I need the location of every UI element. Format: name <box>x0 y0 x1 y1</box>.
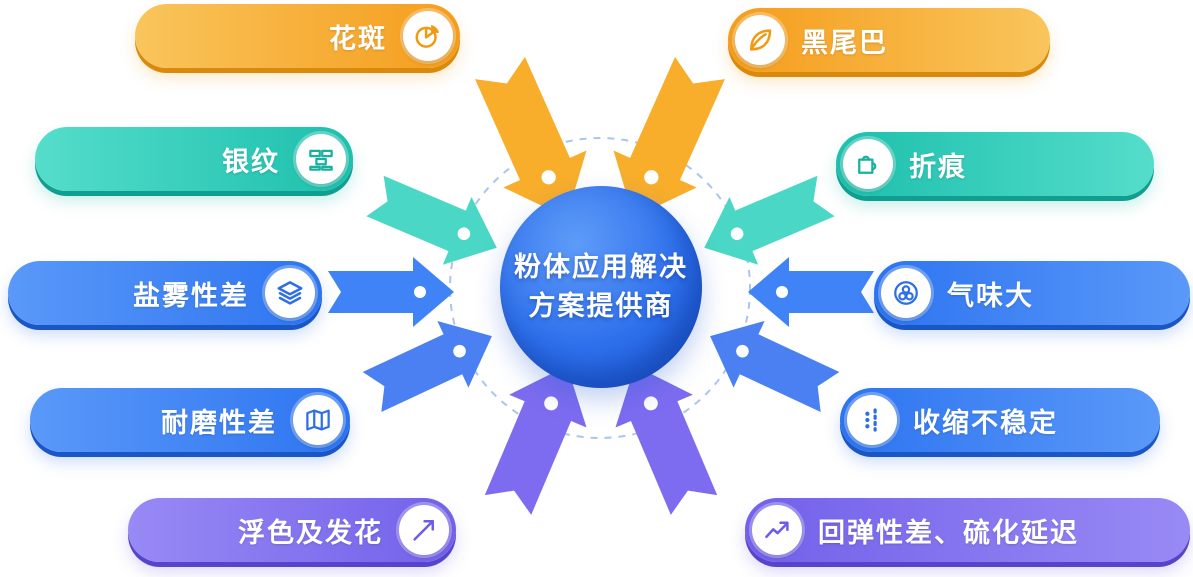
line-chart-icon <box>752 505 802 555</box>
defect-pill-crease: 折痕 <box>836 132 1154 196</box>
arrow-rebound <box>615 365 718 515</box>
arrow-float-color <box>484 365 587 515</box>
defect-pill-wear: 耐磨性差 <box>30 388 350 452</box>
center-title-line2: 方案提供商 <box>528 291 674 321</box>
molecule-icon <box>881 268 931 318</box>
layers-icon <box>265 268 315 318</box>
arrow-wear <box>362 320 492 412</box>
center-title-line1: 粉体应用解决 <box>514 251 688 282</box>
pill-label: 浮色及发花 <box>238 517 383 548</box>
defect-pill-mottling: 花斑 <box>135 4 460 68</box>
leaf-icon <box>735 15 785 65</box>
bricks-icon <box>296 134 346 184</box>
arrow-odor <box>748 257 874 327</box>
trend-arrow-icon <box>399 505 449 555</box>
dashed-orbit <box>449 137 751 439</box>
center-provider-circle: 粉体应用解决 方案提供商 <box>500 186 702 388</box>
pill-label: 盐雾性差 <box>133 280 249 311</box>
open-map-icon <box>293 395 343 445</box>
pie-chart-icon <box>403 11 453 61</box>
arrow-salt-spray <box>328 257 454 327</box>
pill-label: 银纹 <box>222 146 280 177</box>
arrow-shrinkage <box>710 320 840 412</box>
arrow-black-tail <box>613 56 725 218</box>
pill-label: 黑尾巴 <box>801 27 888 58</box>
arrow-silver-streak <box>366 175 497 265</box>
defect-pill-silver-streak: 银纹 <box>35 127 353 191</box>
shrink-dots-icon <box>847 395 897 445</box>
defect-pill-float-color: 浮色及发花 <box>128 498 456 562</box>
defect-pill-black-tail: 黑尾巴 <box>728 8 1050 72</box>
defect-pill-salt-spray: 盐雾性差 <box>8 261 322 325</box>
pill-label: 回弹性差、硫化延迟 <box>818 517 1079 548</box>
arrow-mottling <box>475 56 587 218</box>
puzzle-icon <box>843 139 893 189</box>
pill-label: 花斑 <box>329 23 387 54</box>
pill-label: 气味大 <box>947 280 1034 311</box>
pill-label: 收缩不稳定 <box>913 407 1058 438</box>
defect-pill-odor: 气味大 <box>874 261 1190 325</box>
defect-pill-shrinkage: 收缩不稳定 <box>840 388 1160 452</box>
defect-pill-rebound: 回弹性差、硫化延迟 <box>745 498 1190 562</box>
pill-label: 耐磨性差 <box>161 407 277 438</box>
arrow-crease <box>704 175 835 265</box>
pill-label: 折痕 <box>909 151 967 182</box>
